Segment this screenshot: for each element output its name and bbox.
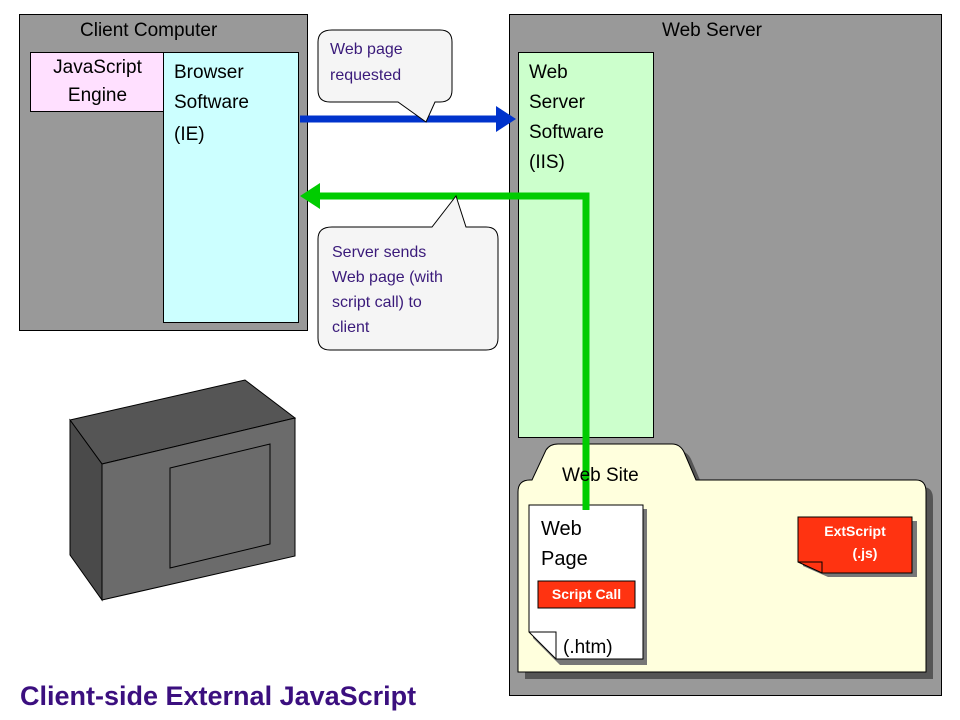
diagram-title: Client-side External JavaScript [20,681,417,711]
web-page-label-2: Page [541,548,588,570]
web-page-extension: (.htm) [563,637,613,658]
response-callout-text-2: Web page (with [332,269,443,286]
response-arrow [300,183,590,510]
ext-script-document [797,516,917,577]
client-computer-title: Client Computer [80,20,218,41]
request-callout-text-1: Web page [330,41,403,58]
javascript-engine-label-1: JavaScript [53,57,142,78]
request-arrow [300,106,516,132]
response-callout-text-3: script call) to [332,294,422,311]
browser-software-box [163,52,299,323]
response-callout-bubble [317,194,499,351]
web-page-label-1: Web [541,518,582,540]
web-server-software-label-3: Software [529,122,604,143]
web-server-title: Web Server [662,20,762,41]
browser-software-label-3: (IE) [174,124,205,145]
browser-software-label-2: Software [174,92,249,113]
request-callout-text-2: requested [330,67,402,84]
ext-script-label-2: (.js) [852,545,878,561]
script-call-box [537,580,636,609]
javascript-engine-box [30,52,165,112]
request-callout-bubble [317,29,453,123]
response-callout-text-4: client [332,319,370,336]
web-site-title: Web Site [562,465,639,486]
web-server-software-label-4: (IIS) [529,152,565,173]
web-server-software-label-2: Server [529,92,585,113]
script-call-label: Script Call [551,586,622,602]
browser-software-label-1: Browser [174,62,244,83]
ext-script-label-1: ExtScript [824,523,886,539]
javascript-engine-label-2: Engine [67,85,128,106]
web-server-software-label-1: Web [529,62,568,83]
computer-monitor-icon [69,379,297,602]
response-callout-text-1: Server sends [332,244,427,261]
